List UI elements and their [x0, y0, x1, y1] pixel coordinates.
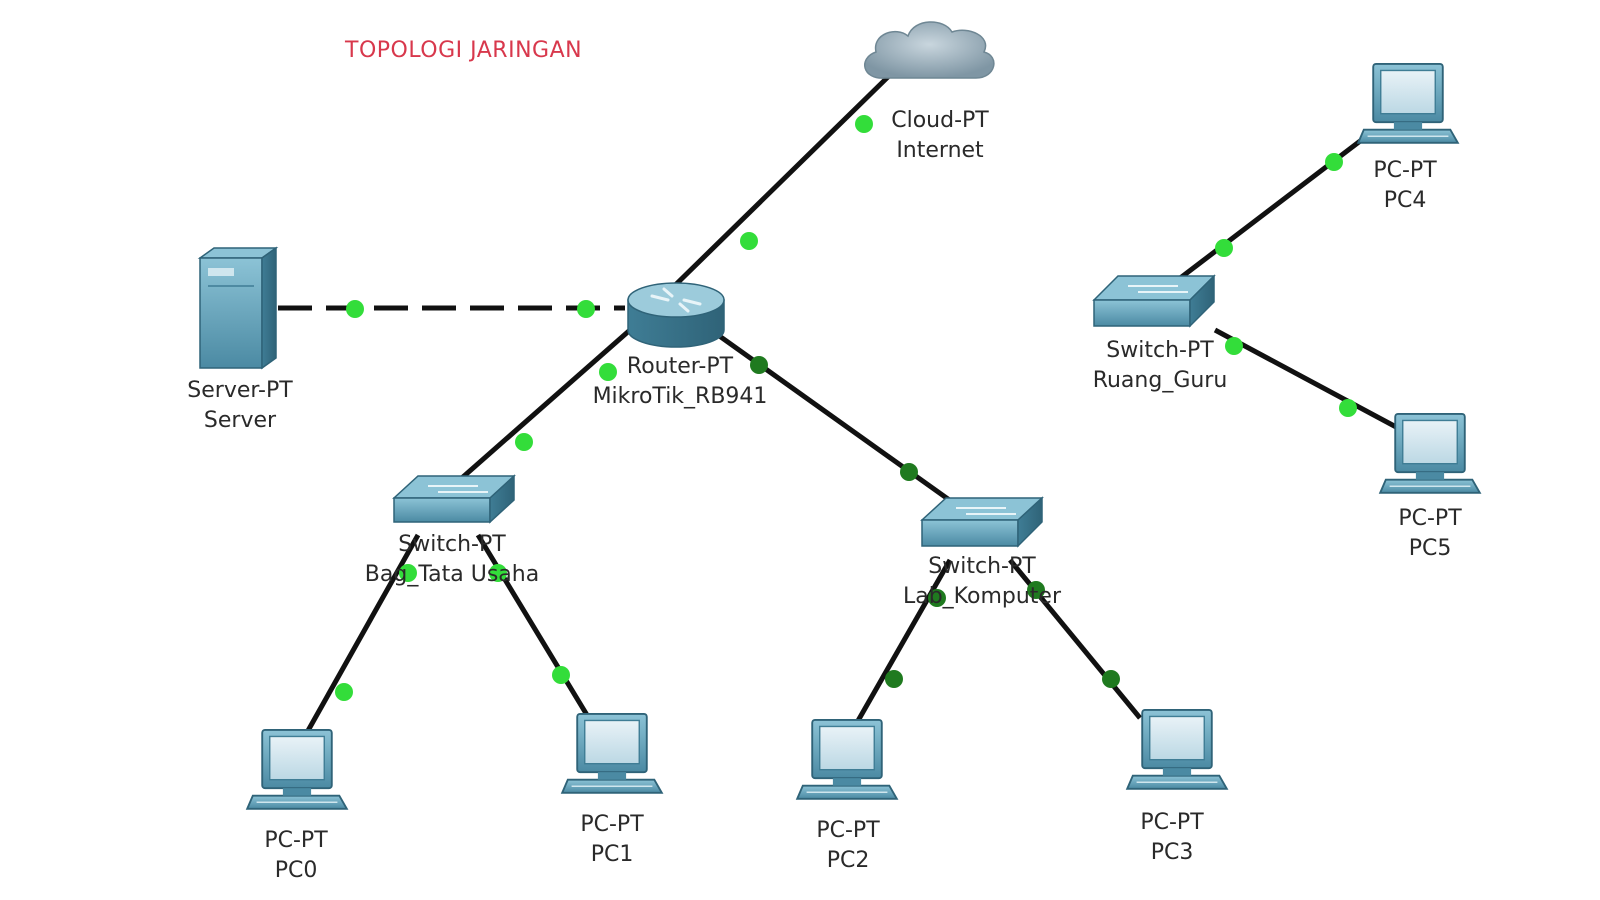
device-type: PC-PT	[816, 818, 880, 843]
device-name: PC5	[1408, 536, 1452, 561]
pc-icon[interactable]	[1126, 708, 1228, 790]
device-type: Cloud-PT	[891, 108, 989, 133]
pc-icon[interactable]	[1357, 62, 1459, 144]
port-light	[335, 683, 353, 701]
switch-lab-komputer-label: Switch-PT Lab_Komputer	[903, 552, 1061, 612]
device-name: Ruang_Guru	[1092, 368, 1228, 393]
pc4-label: PC-PT PC4	[1373, 156, 1436, 216]
pc1-label: PC-PT PC1	[580, 810, 643, 870]
port-light	[346, 300, 364, 318]
device-name: PC4	[1383, 188, 1427, 213]
device-type: PC-PT	[580, 812, 644, 837]
device-name: Lab_Komputer	[902, 584, 1062, 609]
link-router-cloud[interactable]	[658, 70, 895, 302]
pc-icon[interactable]	[561, 712, 663, 794]
links	[278, 70, 1400, 738]
device-name: Bag_Tata Usaha	[364, 562, 540, 587]
switch-icon[interactable]	[392, 474, 516, 524]
pc3-label: PC-PT PC3	[1140, 808, 1203, 868]
port-light	[1027, 581, 1045, 599]
port-light	[552, 666, 570, 684]
device-type: Switch-PT	[928, 554, 1036, 579]
pc-icon[interactable]	[246, 728, 348, 810]
device-type: Router-PT	[626, 354, 734, 379]
link-sw-guru-pc4[interactable]	[1173, 130, 1374, 284]
router-label: Router-PT MikroTik_RB941	[593, 352, 768, 412]
device-name: Server	[203, 408, 277, 433]
device-type: PC-PT	[264, 828, 328, 853]
device-type: PC-PT	[1398, 506, 1462, 531]
link-sw-guru-pc5[interactable]	[1213, 327, 1400, 431]
link-sw-lab-pc2[interactable]	[852, 558, 953, 728]
router-icon[interactable]	[627, 282, 725, 348]
port-light	[885, 670, 903, 688]
port-light	[577, 300, 595, 318]
device-name: PC1	[590, 842, 634, 867]
port-indicators	[335, 115, 1357, 701]
device-name: PC0	[274, 858, 318, 883]
switch-icon[interactable]	[1092, 274, 1216, 328]
port-light	[399, 564, 417, 582]
switch-tata-usaha-label: Switch-PT Bag_Tata Usaha	[365, 530, 539, 590]
port-light	[1102, 670, 1120, 688]
device-type: PC-PT	[1373, 158, 1437, 183]
link-sw-tu-pc0[interactable]	[302, 533, 421, 738]
device-name: PC3	[1150, 840, 1194, 865]
link-router-sw-tu[interactable]	[453, 328, 632, 486]
port-light	[1225, 337, 1243, 355]
pc-icon[interactable]	[1379, 412, 1481, 494]
pc-icon[interactable]	[796, 718, 898, 800]
port-light	[489, 564, 507, 582]
server-icon[interactable]	[197, 246, 279, 370]
switch-ruang-guru-label: Switch-PT Ruang_Guru	[1093, 336, 1228, 396]
port-light	[900, 463, 918, 481]
page-title: TOPOLOGI JARINGAN	[345, 38, 583, 63]
port-light	[1339, 399, 1357, 417]
port-light	[855, 115, 873, 133]
port-light	[740, 232, 758, 250]
port-light	[1325, 153, 1343, 171]
device-name: PC2	[826, 848, 870, 873]
pc0-label: PC-PT PC0	[264, 826, 327, 886]
port-light	[1215, 239, 1233, 257]
port-light	[515, 433, 533, 451]
pc5-label: PC-PT PC5	[1398, 504, 1461, 564]
server-label: Server-PT Server	[187, 376, 292, 436]
device-name: Internet	[896, 138, 984, 163]
port-light	[599, 363, 617, 381]
device-name: MikroTik_RB941	[592, 384, 768, 409]
cloud-label: Cloud-PT Internet	[891, 106, 989, 166]
pc2-label: PC-PT PC2	[816, 816, 879, 876]
device-type: Server-PT	[187, 378, 293, 403]
port-light	[750, 356, 768, 374]
device-type: Switch-PT	[398, 532, 506, 557]
device-type: Switch-PT	[1106, 338, 1214, 363]
switch-icon[interactable]	[920, 496, 1044, 548]
device-type: PC-PT	[1140, 810, 1204, 835]
port-light	[928, 589, 946, 607]
cloud-icon[interactable]	[864, 21, 995, 79]
